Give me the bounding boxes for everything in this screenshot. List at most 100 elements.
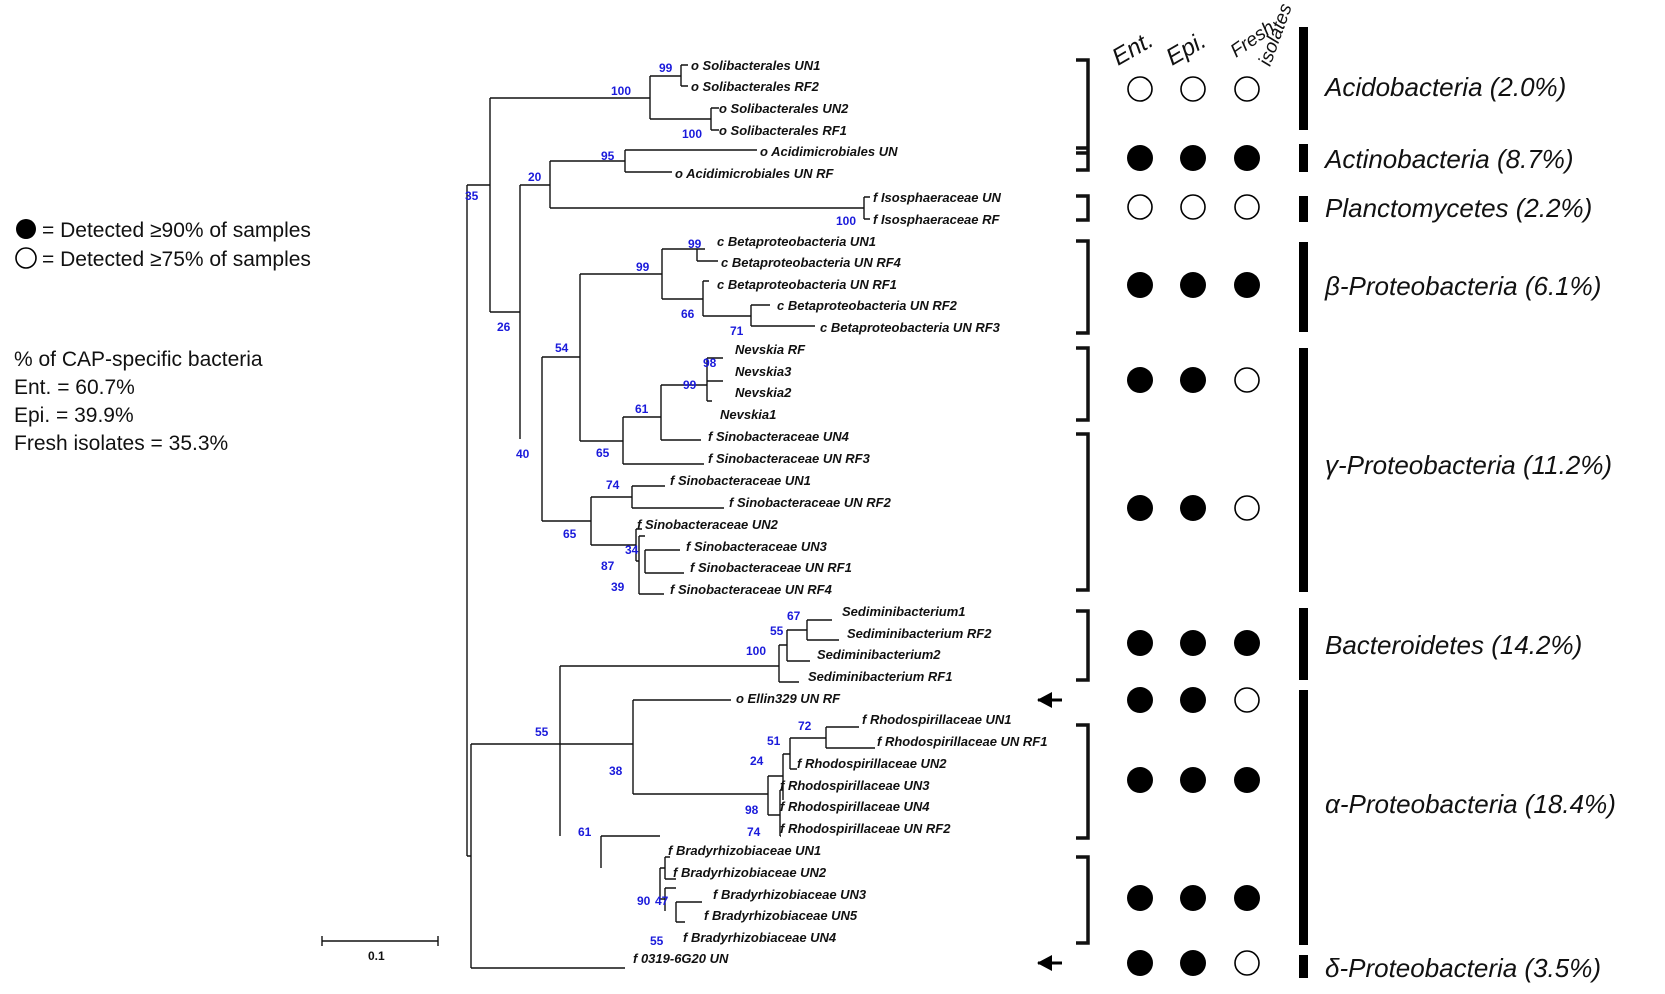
filled-circle-epi xyxy=(1180,630,1206,656)
filled-circle-epi xyxy=(1180,885,1206,911)
bootstrap-value: 61 xyxy=(635,402,649,416)
bootstrap-value: 39 xyxy=(611,580,625,594)
bootstrap-value: 95 xyxy=(601,149,615,163)
leaf-label: Sediminibacterium RF2 xyxy=(847,626,992,641)
filled-circle-epi xyxy=(1180,950,1206,976)
bootstrap-value: 24 xyxy=(750,754,764,768)
bootstrap-value: 100 xyxy=(611,84,631,98)
bootstrap-value: 61 xyxy=(578,825,592,839)
leaf-label: Sediminibacterium RF1 xyxy=(808,669,952,684)
leaf-label: f Rhodospirillaceae UN RF2 xyxy=(780,821,951,836)
leaf-label: f Bradyrhizobiaceae UN1 xyxy=(668,843,821,858)
bootstrap-value: 100 xyxy=(836,214,856,228)
leaf-label: o Acidimicrobiales UN xyxy=(760,144,898,159)
bootstrap-value: 99 xyxy=(659,61,673,75)
phylum-label: Actinobacteria (8.7%) xyxy=(1323,144,1574,174)
leaf-label: Sediminibacterium1 xyxy=(842,604,966,619)
leaf-label: o Solibacterales UN1 xyxy=(691,58,820,73)
bootstrap-value: 55 xyxy=(770,624,784,638)
leaf-label: c Betaproteobacteria UN RF2 xyxy=(777,298,958,313)
phylum-bar xyxy=(1299,242,1308,332)
open-circle-epi xyxy=(1180,76,1206,102)
phylum-bar xyxy=(1299,27,1308,130)
open-circle-fresh xyxy=(1234,687,1260,713)
leaf-label: f Bradyrhizobiaceae UN2 xyxy=(673,865,827,880)
phylum-label: α-Proteobacteria (18.4%) xyxy=(1325,789,1616,819)
open-circle-ent xyxy=(1127,76,1153,102)
bootstrap-value: 98 xyxy=(703,356,717,370)
open-circle-fresh xyxy=(1234,495,1260,521)
bootstrap-values: 9910010095201003599996671269899616554407… xyxy=(465,61,856,948)
bootstrap-value: 99 xyxy=(688,237,702,251)
leaf-label: f Rhodospirillaceae UN4 xyxy=(780,799,930,814)
bootstrap-value: 98 xyxy=(745,803,759,817)
filled-circle-epi xyxy=(1180,495,1206,521)
bootstrap-value: 47 xyxy=(655,894,669,908)
cap-title: % of CAP-specific bacteria xyxy=(14,348,263,371)
filled-circle-ent xyxy=(1127,145,1153,171)
column-headers: Ent. Epi. Fresh isolates xyxy=(1108,1,1297,72)
legend-detected-90: = Detected ≥90% of samples xyxy=(42,219,311,242)
bootstrap-value: 66 xyxy=(681,307,695,321)
arrow-0319-icon xyxy=(1037,955,1052,971)
legend-detected-75: = Detected ≥75% of samples xyxy=(42,248,311,271)
cap-ent: Ent. = 60.7% xyxy=(14,376,135,399)
filled-circle-epi xyxy=(1180,367,1206,393)
scale-bar-label: 0.1 xyxy=(368,949,385,963)
phylum-label: β-Proteobacteria (6.1%) xyxy=(1324,271,1601,301)
header-epi: Epi. xyxy=(1162,27,1211,71)
header-ent: Ent. xyxy=(1108,26,1158,71)
open-circle-epi xyxy=(1180,194,1206,220)
legend: = Detected ≥90% of samples = Detected ≥7… xyxy=(14,219,311,455)
leaf-label: Nevskia2 xyxy=(735,385,792,400)
bootstrap-value: 35 xyxy=(465,189,479,203)
phylum-bar xyxy=(1299,690,1308,945)
phylum-bar xyxy=(1299,196,1308,222)
leaf-label: f Sinobacteraceae UN RF1 xyxy=(690,560,852,575)
leaf-label: c Betaproteobacteria UN RF4 xyxy=(721,255,902,270)
filled-circle-fresh xyxy=(1234,885,1260,911)
bootstrap-value: 74 xyxy=(606,478,620,492)
phylum-label: Bacteroidetes (14.2%) xyxy=(1325,630,1582,660)
bootstrap-value: 100 xyxy=(682,127,702,141)
filled-circle-ent xyxy=(1127,950,1153,976)
open-circle-fresh xyxy=(1234,76,1260,102)
bootstrap-value: 99 xyxy=(636,260,650,274)
filled-circle-ent xyxy=(1127,767,1153,793)
filled-circle-ent xyxy=(1127,687,1153,713)
leaf-labels: o Solibacterales UN1 o Solibacterales RF2… xyxy=(633,58,1047,966)
bootstrap-value: 20 xyxy=(528,170,542,184)
filled-circle-fresh xyxy=(1234,272,1260,298)
leaf-label: f Rhodospirillaceae UN1 xyxy=(862,712,1012,727)
leaf-label: c Betaproteobacteria UN RF1 xyxy=(717,277,897,292)
bootstrap-value: 34 xyxy=(625,543,639,557)
scale-bar: 0.1 xyxy=(321,936,439,963)
leaf-label: f Rhodospirillaceae UN3 xyxy=(780,778,930,793)
leaf-label: f Sinobacteraceae UN RF2 xyxy=(729,495,892,510)
leaf-label: f Sinobacteraceae UN RF3 xyxy=(708,451,871,466)
leaf-label: Nevskia1 xyxy=(720,407,776,422)
bootstrap-value: 74 xyxy=(747,825,761,839)
phylum-bar xyxy=(1299,348,1308,592)
phylum-bars xyxy=(1299,27,1308,978)
arrows xyxy=(1037,692,1062,971)
bootstrap-value: 87 xyxy=(601,559,615,573)
leaf-label: o Solibacterales RF1 xyxy=(719,123,847,138)
phylum-labels: Acidobacteria (2.0%)Actinobacteria (8.7%… xyxy=(1323,72,1616,983)
bootstrap-value: 71 xyxy=(730,324,744,338)
bootstrap-value: 90 xyxy=(637,894,651,908)
cap-epi: Epi. = 39.9% xyxy=(14,404,134,427)
leaf-label: f Isosphaeraceae RF xyxy=(873,212,1001,227)
leaf-label: f Bradyrhizobiaceae UN4 xyxy=(683,930,837,945)
tree-branches xyxy=(466,64,875,969)
bootstrap-value: 55 xyxy=(535,725,549,739)
leaf-label: o Solibacterales RF2 xyxy=(691,79,820,94)
leaf-label: f Sinobacteraceae UN RF4 xyxy=(670,582,833,597)
phylum-bar xyxy=(1299,144,1308,172)
open-circle-fresh xyxy=(1234,950,1260,976)
leaf-label: c Betaproteobacteria UN RF3 xyxy=(820,320,1001,335)
detection-matrix xyxy=(1127,76,1260,976)
bootstrap-value: 55 xyxy=(650,934,664,948)
